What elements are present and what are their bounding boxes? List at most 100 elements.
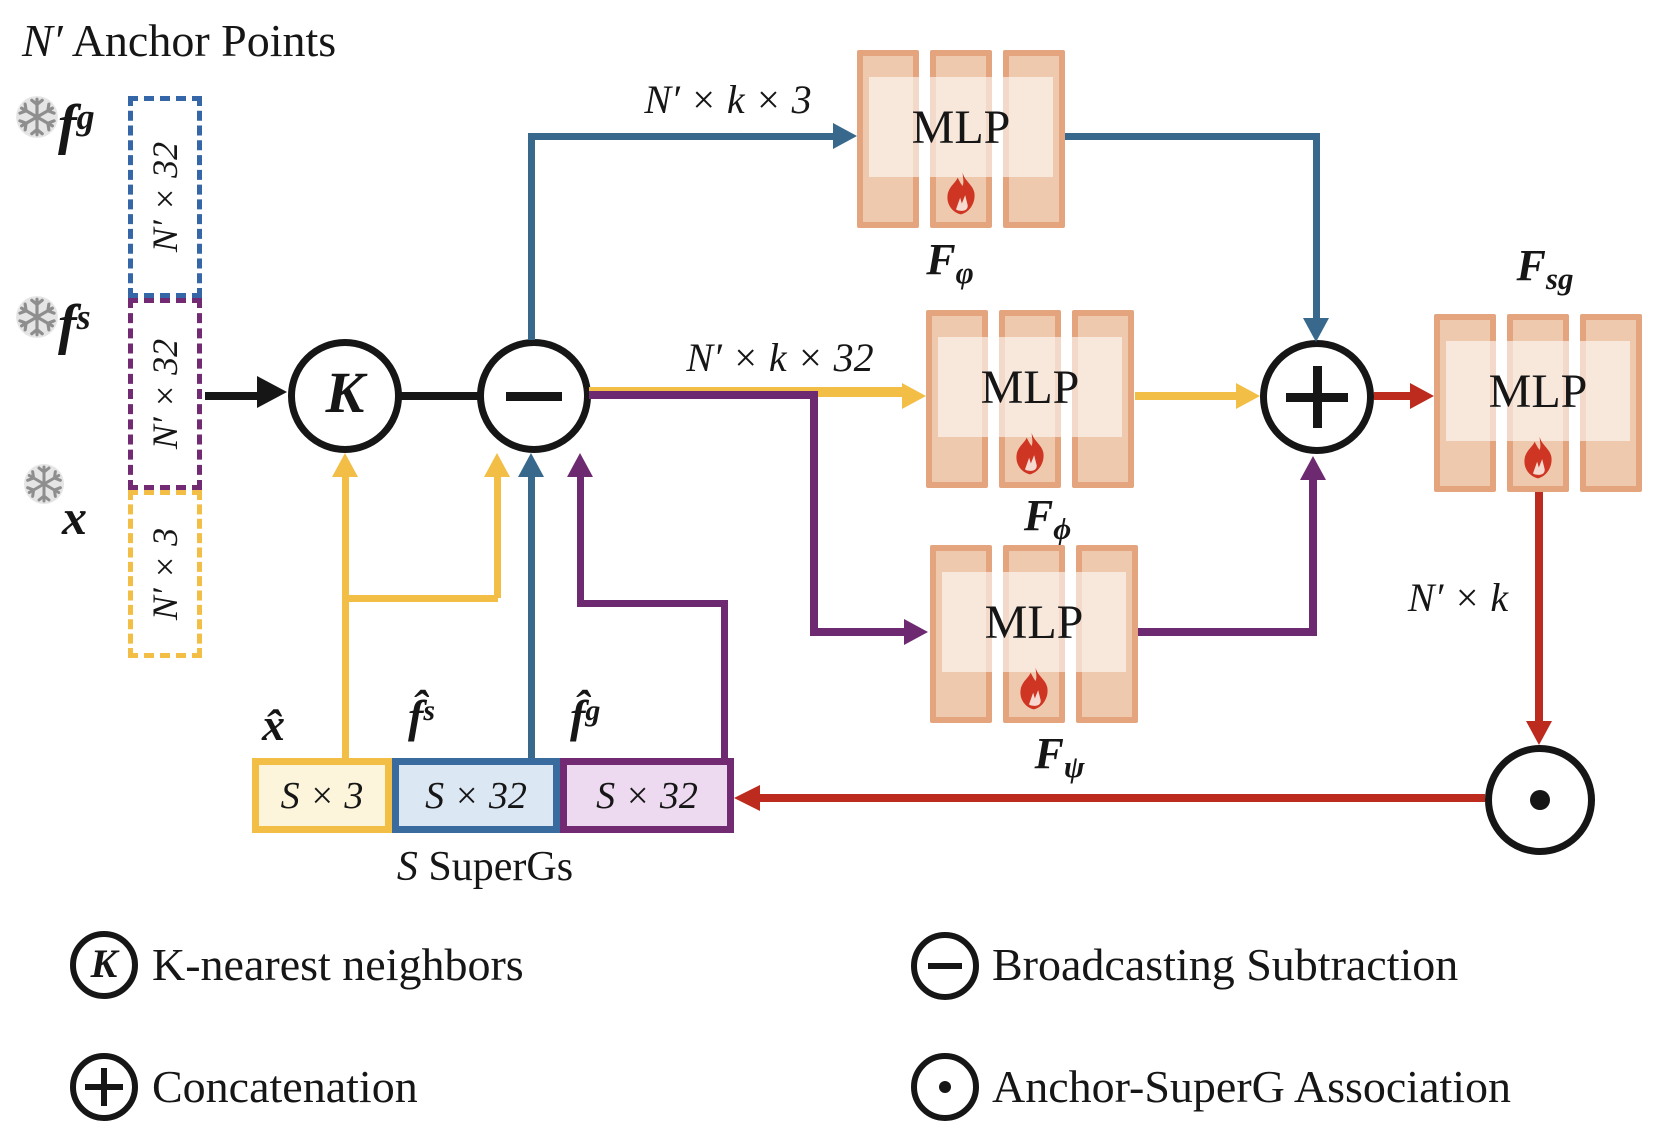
mlp-highlight-band [1446,341,1630,441]
mlp-highlight-band [869,77,1053,177]
blue-line [528,477,535,758]
mlp-text: MLP [911,101,1011,154]
legend-knn-icon: K [70,931,138,999]
fire-icon [947,172,975,215]
snowflake-icon [16,96,58,138]
superg-box-fs: S × 32 [392,758,560,833]
fn-base: F [1023,491,1054,540]
red-line [1374,392,1410,400]
legend-k-symbol: K [90,940,118,986]
x-base: x [62,489,87,545]
red-line [760,794,1485,802]
var: x̂ [262,699,285,750]
mlp-fn-label-fphi-mid: Fϕ [1000,490,1095,546]
fs-sup: s [76,297,91,337]
purple-line [810,391,818,632]
purple-arrowhead [567,453,593,477]
dotted-box-x: N′ × 3 [128,490,202,658]
mlp-highlight-band [942,572,1126,672]
x-dim: N′ × 3 [145,527,185,621]
purple-line [577,600,728,607]
mlp-text: MLP [984,596,1084,649]
fire-icon [1016,432,1044,475]
edge-label-subtract-out: N′ × k × 32 [686,335,874,380]
mlp-block-fpsi: MLP [930,545,1138,723]
fn-sub: φ [955,255,974,290]
dim-text: S × 3 [280,774,364,817]
legend-assoc-label: Anchor-SuperG Association [992,1061,1512,1112]
purple-line [577,477,584,607]
blue-line [1060,133,1313,140]
yellow-line [494,477,501,598]
dot-icon [939,1081,951,1093]
dotted-box-fg: N′ × 32 [128,96,202,298]
concat-node [1260,340,1374,454]
legend-assoc-icon [911,1053,979,1121]
plus-icon [101,1068,107,1106]
fg-dim: N′ × 32 [145,141,185,253]
dotted-box-fs: N′ × 32 [128,298,202,490]
plus-icon [1312,366,1322,428]
figure-title: N′ Anchor Points [22,14,336,67]
legend-subtract-label: Broadcasting Subtraction [992,939,1459,990]
yellow-arrowhead [1236,383,1260,409]
mlp-text: MLP [1488,365,1588,418]
fn-sub: ϕ [1053,511,1072,546]
superg-caption: S SuperGs [375,843,595,891]
minus-icon [506,391,562,401]
input-arrow-line [205,392,257,400]
mlp-block-fphi-top: MLP [857,50,1065,228]
title-rest: Anchor Points [62,15,337,66]
yellow-line [342,477,349,758]
superg-fs-label: f̂s [408,690,435,743]
superg-fg-label: f̂g [570,690,600,743]
mlp-text: MLP [980,361,1080,414]
purple-arrowhead [1300,456,1326,480]
legend-concat-icon [70,1053,138,1121]
assoc-node [1485,745,1595,855]
input-fs-label: fs [58,296,91,353]
title-var: N′ [22,15,63,66]
mlp-fn-label-fsg: Fsg [1490,240,1600,296]
input-arrowhead [257,376,287,408]
var: f̂ [570,691,586,742]
blue-line [1313,133,1320,318]
yellow-arrowhead [902,383,926,409]
fs-dim: N′ × 32 [145,338,185,450]
var: f̂ [408,691,424,742]
fs-base: f [58,294,77,356]
mlp-fn-label-fpsi: Fψ [1012,728,1107,784]
purple-arrowhead [904,619,928,645]
blue-arrowhead [1303,318,1329,342]
caption-rest: SuperGs [417,844,574,890]
fn-base: F [926,235,956,284]
fn-base: F [1034,729,1064,778]
superg-xhat-label: x̂ [262,698,285,751]
red-arrowhead [1410,383,1434,409]
edge-label-knn-top: N′ × k × 3 [644,77,812,122]
purple-line [1138,628,1316,636]
mlp-block-fphi-mid: MLP [926,310,1134,488]
blue-line [528,133,833,140]
knn-symbol: K [325,360,365,425]
superg-box-fg: S × 32 [560,758,734,833]
dim-text: S × 32 [596,774,698,817]
knn-subtract-connector [400,392,479,400]
knn-node: K [288,339,402,453]
blue-arrowhead [518,453,544,477]
superg-box-x: S × 3 [252,758,392,833]
sup: s [423,694,436,727]
caption-var: S [396,844,418,890]
red-arrowhead [1526,721,1552,745]
fn-sub: ψ [1063,749,1085,784]
legend-knn-label: K-nearest neighbors [152,939,524,990]
input-fg-label: fg [58,96,95,153]
yellow-arrowhead [332,453,358,477]
red-line [1535,488,1543,721]
dim-text: S × 32 [425,774,527,817]
blue-line [528,136,535,340]
purple-line [810,628,904,636]
edge-label-assoc-in: N′ × k [1407,575,1509,620]
input-x-label: x [62,492,87,542]
fg-sup: g [76,97,95,137]
